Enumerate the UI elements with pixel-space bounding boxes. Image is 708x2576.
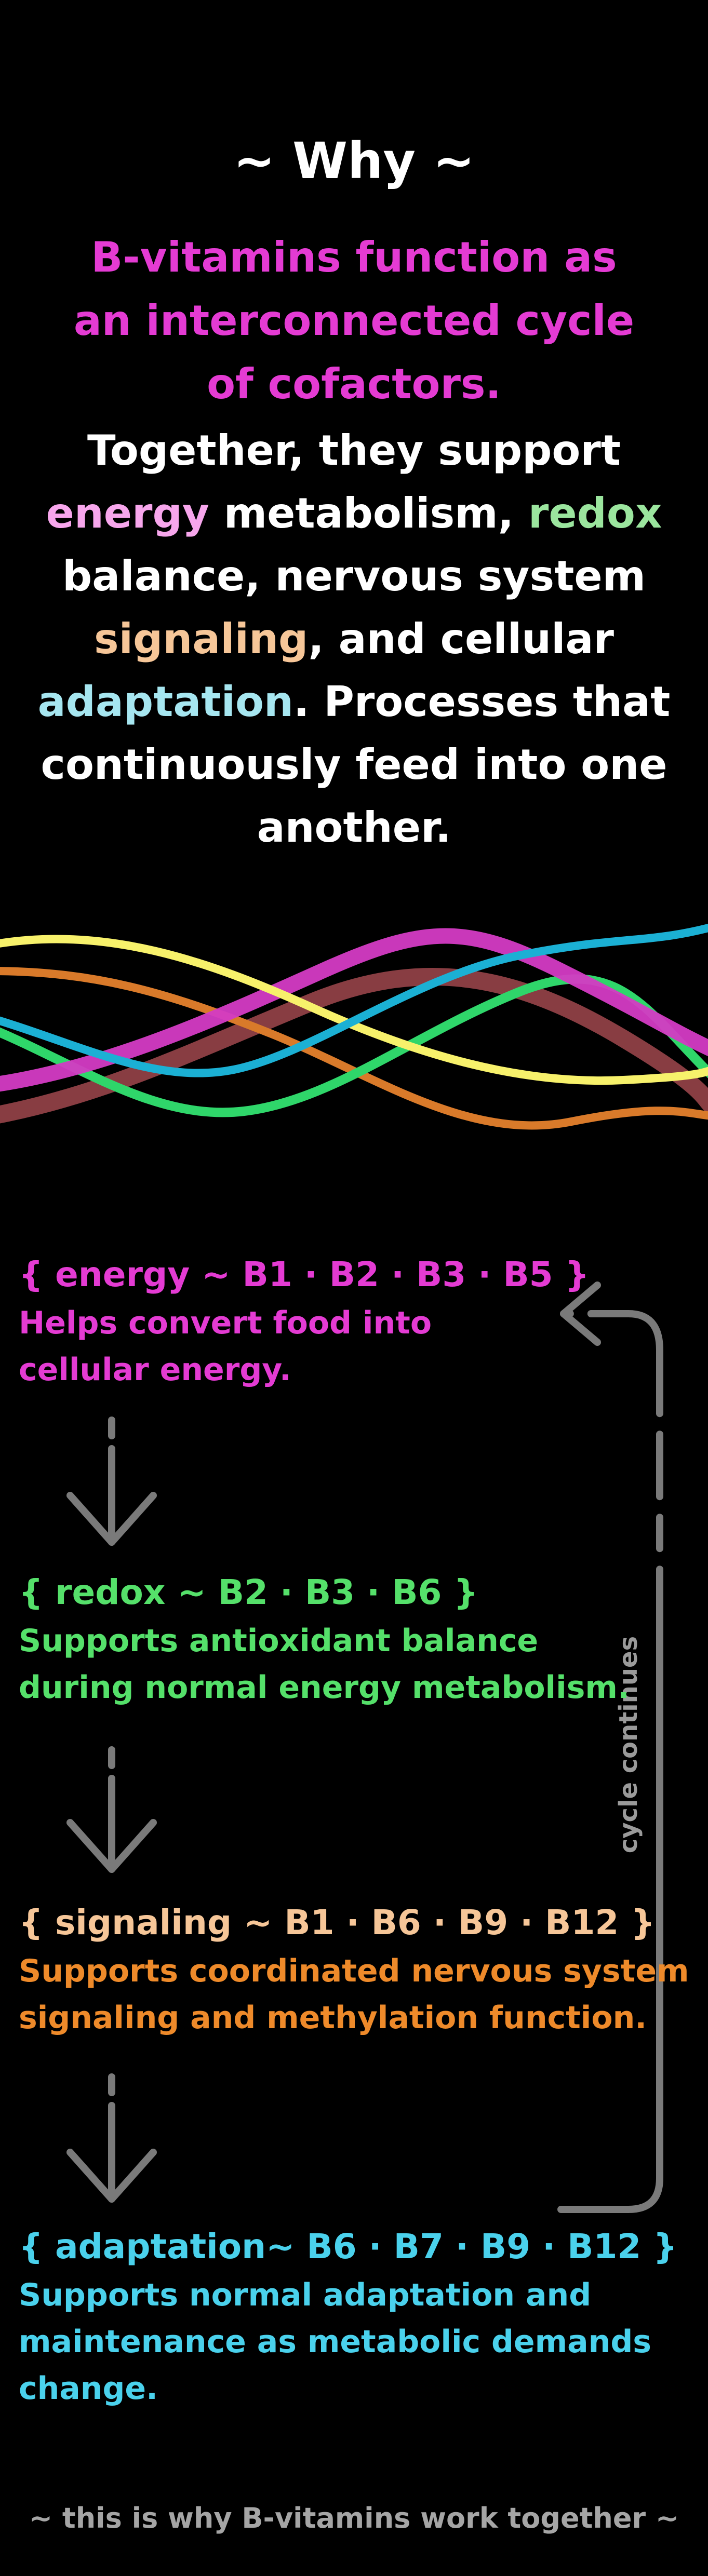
step-redox-description: Supports antioxidant balance during norm… (19, 1623, 630, 1706)
intro-text: , and cellular (308, 615, 614, 663)
step-energy-description: Helps convert food into cellular energy. (19, 1305, 432, 1388)
step-adaptation-heading: { adaptation~ B6 · B7 · B9 · B12 } (19, 2227, 678, 2267)
highlight-energy: energy (46, 489, 209, 537)
down-arrow-icon (66, 2073, 157, 2203)
step-energy-heading: { energy ~ B1 · B2 · B3 · B5 } (19, 1255, 590, 1294)
wave-green (0, 974, 708, 1117)
step-signaling-description: Supports coordinated nervous system sign… (19, 1953, 689, 2036)
wave-orange (0, 967, 708, 1130)
wave-cyan (0, 923, 708, 1077)
intro-text: balance, nervous system (62, 552, 646, 600)
page-title: ~ Why ~ (233, 132, 475, 190)
down-arrow-icon (66, 1746, 157, 1873)
step-adaptation-description: Supports normal adaptation and maintenan… (19, 2277, 651, 2407)
subtitle: B-vitamins function as an interconnected… (73, 233, 635, 408)
wave-magenta (0, 928, 708, 1092)
intro-paragraph: Together, they support energy metabolism… (21, 419, 687, 859)
step-redox-heading: { redox ~ B2 · B3 · B6 } (19, 1572, 478, 1612)
wave-graphic (0, 923, 708, 1130)
highlight-redox: redox (528, 489, 662, 537)
footer-tagline: ~ this is why B-vitamins work together ~ (29, 2502, 679, 2534)
wave-brown (0, 968, 708, 1124)
wave-yellow (0, 935, 708, 1085)
down-arrow-icon (66, 1417, 157, 1546)
intro-text: Together, they support (87, 426, 621, 475)
cycle-return-arrow-icon (557, 1282, 663, 2213)
highlight-adaptation: adaptation (37, 678, 293, 726)
step-signaling-heading: { signaling ~ B1 · B6 · B9 · B12 } (19, 1903, 656, 1943)
intro-text: metabolism, (209, 489, 528, 537)
highlight-signaling: signaling (94, 615, 309, 663)
intro-text: . Processes that continuously feed into … (41, 678, 671, 852)
